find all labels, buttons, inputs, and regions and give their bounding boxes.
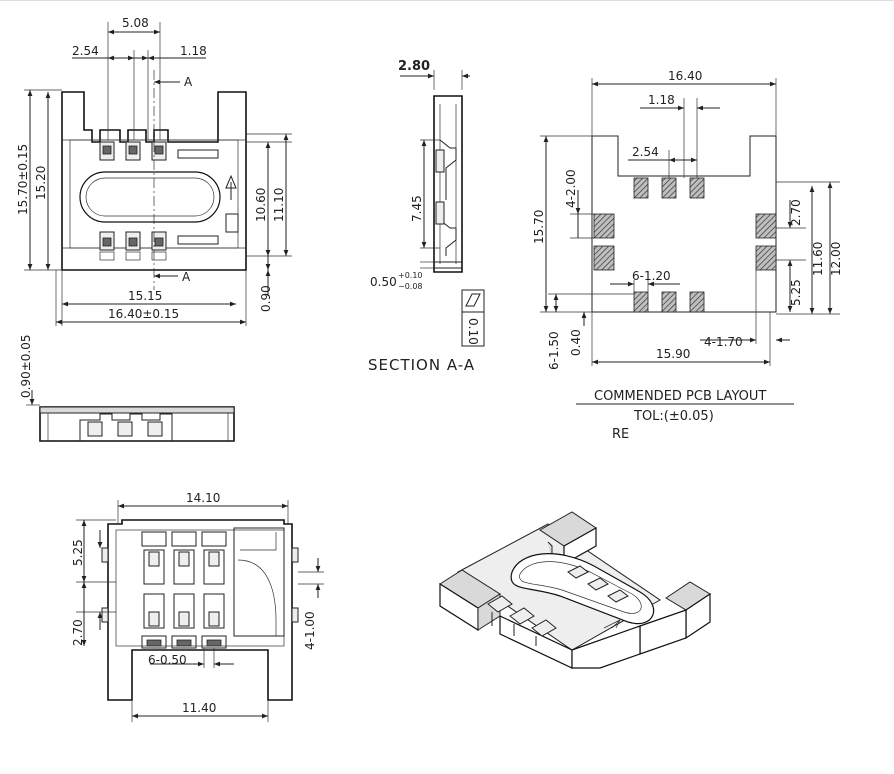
top-dim-10-60: 10.60 bbox=[254, 188, 268, 222]
pcb-dim-16-40: 16.40 bbox=[668, 69, 702, 83]
iso-contacts bbox=[487, 565, 629, 646]
section-title: SECTION A-A bbox=[368, 356, 475, 374]
bottom-dim-11-40: 11.40 bbox=[182, 701, 216, 715]
section-dim-0-50: 0.50 bbox=[370, 275, 397, 289]
top-dim-0-90: 0.90 bbox=[259, 285, 273, 312]
bottom-dim-6-0-50: 6-0.50 bbox=[148, 653, 187, 667]
top-dim-11-10: 11.10 bbox=[272, 188, 286, 222]
bottom-dim-14-10: 14.10 bbox=[186, 491, 220, 505]
pcb-dim-15-70: 15.70 bbox=[532, 210, 546, 244]
top-contacts-lower bbox=[99, 231, 219, 261]
pcb-dim-0-40: 0.40 bbox=[569, 329, 583, 356]
top-section-mark-a-upper: A bbox=[184, 75, 193, 89]
pcb-dim-5-25: 5.25 bbox=[789, 279, 803, 306]
side-dim-0-90: 0.90±0.05 bbox=[19, 335, 33, 399]
pcb-dim-12-00: 12.00 bbox=[829, 242, 843, 276]
pcb-dim-2-70: 2.70 bbox=[789, 199, 803, 226]
top-contacts-upper bbox=[99, 141, 219, 161]
section-dim-2-80: 2.80 bbox=[398, 59, 430, 74]
side-view: 0.90±0.05 bbox=[19, 335, 235, 442]
top-view: 5.08 2.54 1.18 A A 15.70±0.15 15.20 10.6… bbox=[16, 16, 292, 326]
bottom-dim-2-70: 2.70 bbox=[71, 619, 85, 646]
pcb-tolerance: TOL:(±0.05) bbox=[633, 409, 714, 424]
pcb-dim-15-90: 15.90 bbox=[656, 347, 690, 361]
top-dim-15-70: 15.70±0.15 bbox=[16, 144, 30, 215]
section-dim-0-50-tol-minus: −0.08 bbox=[398, 282, 423, 291]
pcb-title: COMMENDED PCB LAYOUT bbox=[594, 389, 766, 404]
section-dim-0-50-tol-plus: +0.10 bbox=[398, 271, 423, 280]
section-flatness-0-10: 0.10 bbox=[466, 318, 480, 345]
top-dim-5-08: 5.08 bbox=[122, 16, 149, 30]
bottom-dim-4-1-00: 4-1.00 bbox=[303, 611, 317, 650]
top-dim-15-20: 15.20 bbox=[34, 166, 48, 200]
top-dim-16-40: 16.40±0.15 bbox=[108, 307, 179, 321]
section-dim-7-45: 7.45 bbox=[410, 195, 424, 222]
top-dim-1-18: 1.18 bbox=[180, 44, 207, 58]
pcb-dim-2-54: 2.54 bbox=[632, 145, 659, 159]
isometric-view bbox=[439, 511, 711, 669]
pcb-dim-6-1-50: 6-1.50 bbox=[547, 331, 561, 370]
pcb-dim-4-2-00: 4-2.00 bbox=[564, 169, 578, 208]
pcb-layout: 16.40 1.18 2.54 4-2.00 15.70 2.70 11.60 … bbox=[532, 69, 843, 442]
pcb-dim-4-1-70: 4-1.70 bbox=[704, 335, 743, 349]
pcb-re-label: RE bbox=[612, 427, 629, 442]
pcb-dim-11-60: 11.60 bbox=[811, 242, 825, 276]
pcb-dim-6-1-20: 6-1.20 bbox=[632, 269, 671, 283]
pcb-dim-1-18: 1.18 bbox=[648, 93, 675, 107]
top-dim-2-54: 2.54 bbox=[72, 44, 99, 58]
top-dim-15-15: 15.15 bbox=[128, 289, 162, 303]
bottom-view: 14.10 5.25 2.70 4-1.00 6-0.50 11.40 bbox=[71, 491, 324, 722]
top-section-mark-a-lower: A bbox=[182, 270, 191, 284]
bottom-contacts bbox=[141, 531, 227, 649]
section-a-a: 2.80 7.45 0.50 +0.10 −0.08 0.10 SECTION … bbox=[368, 59, 485, 374]
bottom-dim-5-25: 5.25 bbox=[71, 539, 85, 566]
